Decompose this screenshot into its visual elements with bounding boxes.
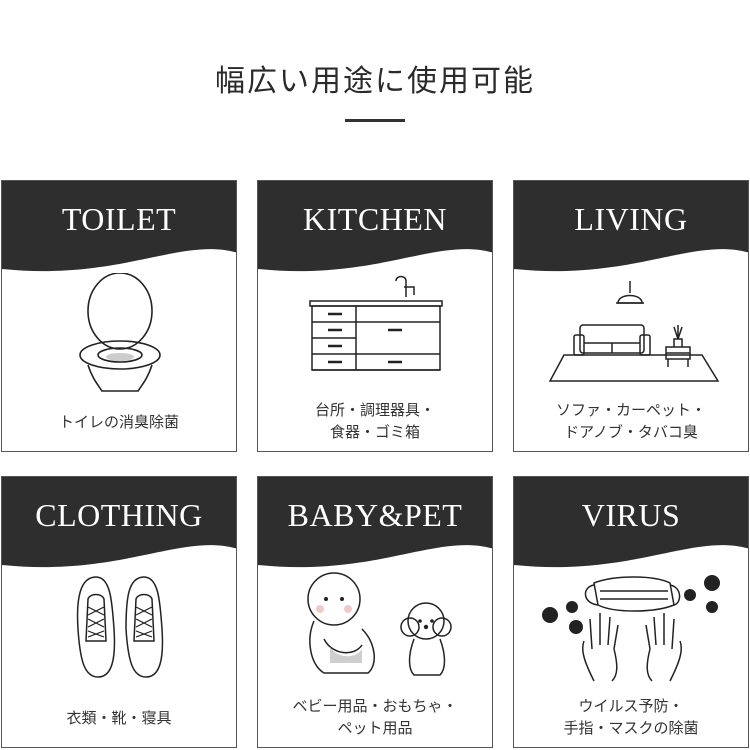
caption-line: 衣類・靴・寝具 [66,709,172,727]
mask-hands-virus-icon [514,569,748,689]
living-room-icon [514,273,748,393]
card-caption: ベビー用品・おもちゃ・ ペット用品 [258,695,492,739]
card-toilet: TOILET トイレの消臭除菌 [1,180,237,452]
caption-line: ウイルス予防・ [578,697,684,715]
card-header: LIVING [514,181,748,273]
card-caption: 台所・調理器具・ 食器・ゴミ箱 [258,399,492,443]
caption-line: 台所・調理器具・ [314,401,435,419]
card-caption: 衣類・靴・寝具 [2,707,236,729]
sneakers-icon [2,569,236,689]
caption-line: ペット用品 [337,719,413,737]
card-title: KITCHEN [303,201,447,237]
caption-line: ソファ・カーペット・ [555,401,706,419]
card-title: CLOTHING [35,497,203,533]
card-caption: ソファ・カーペット・ ドアノブ・タバコ臭 [514,399,748,443]
toilet-icon [2,272,236,393]
caption-line: ドアノブ・タバコ臭 [564,423,698,441]
caption-line: 手指・マスクの除菌 [563,719,699,737]
caption-line: ベビー用品・おもちゃ・ [292,697,458,715]
card-virus: VIRUS ウイルス予防・ 手指・マスクの除菌 [513,476,749,748]
card-living: LIVING ソファ・カーペット・ ドアノ [513,180,749,452]
page-title: 幅広い用途に使用可能 [215,64,535,99]
title-underline [345,119,405,122]
card-header: CLOTHING [2,477,236,569]
caption-line: 食器・ゴミ箱 [329,423,420,441]
card-baby-pet: BABY&PET ベビー用品・おもちゃ・ ペット用品 [257,476,493,748]
card-caption: トイレの消臭除菌 [2,411,236,433]
card-header: VIRUS [514,477,748,569]
caption-line: トイレの消臭除菌 [58,413,179,431]
kitchen-icon [258,273,492,393]
card-title: LIVING [574,201,688,237]
card-title: TOILET [61,201,177,237]
card-title: BABY&PET [287,497,463,533]
card-clothing: CLOTHING 衣類・靴・寝具 [1,476,237,748]
card-header: TOILET [2,181,236,273]
card-kitchen: KITCHEN 台所・ [257,180,493,452]
baby-and-dog-icon [258,569,492,689]
card-title: VIRUS [581,497,681,533]
card-caption: ウイルス予防・ 手指・マスクの除菌 [514,695,748,739]
card-header: KITCHEN [258,181,492,273]
card-header: BABY&PET [258,477,492,569]
